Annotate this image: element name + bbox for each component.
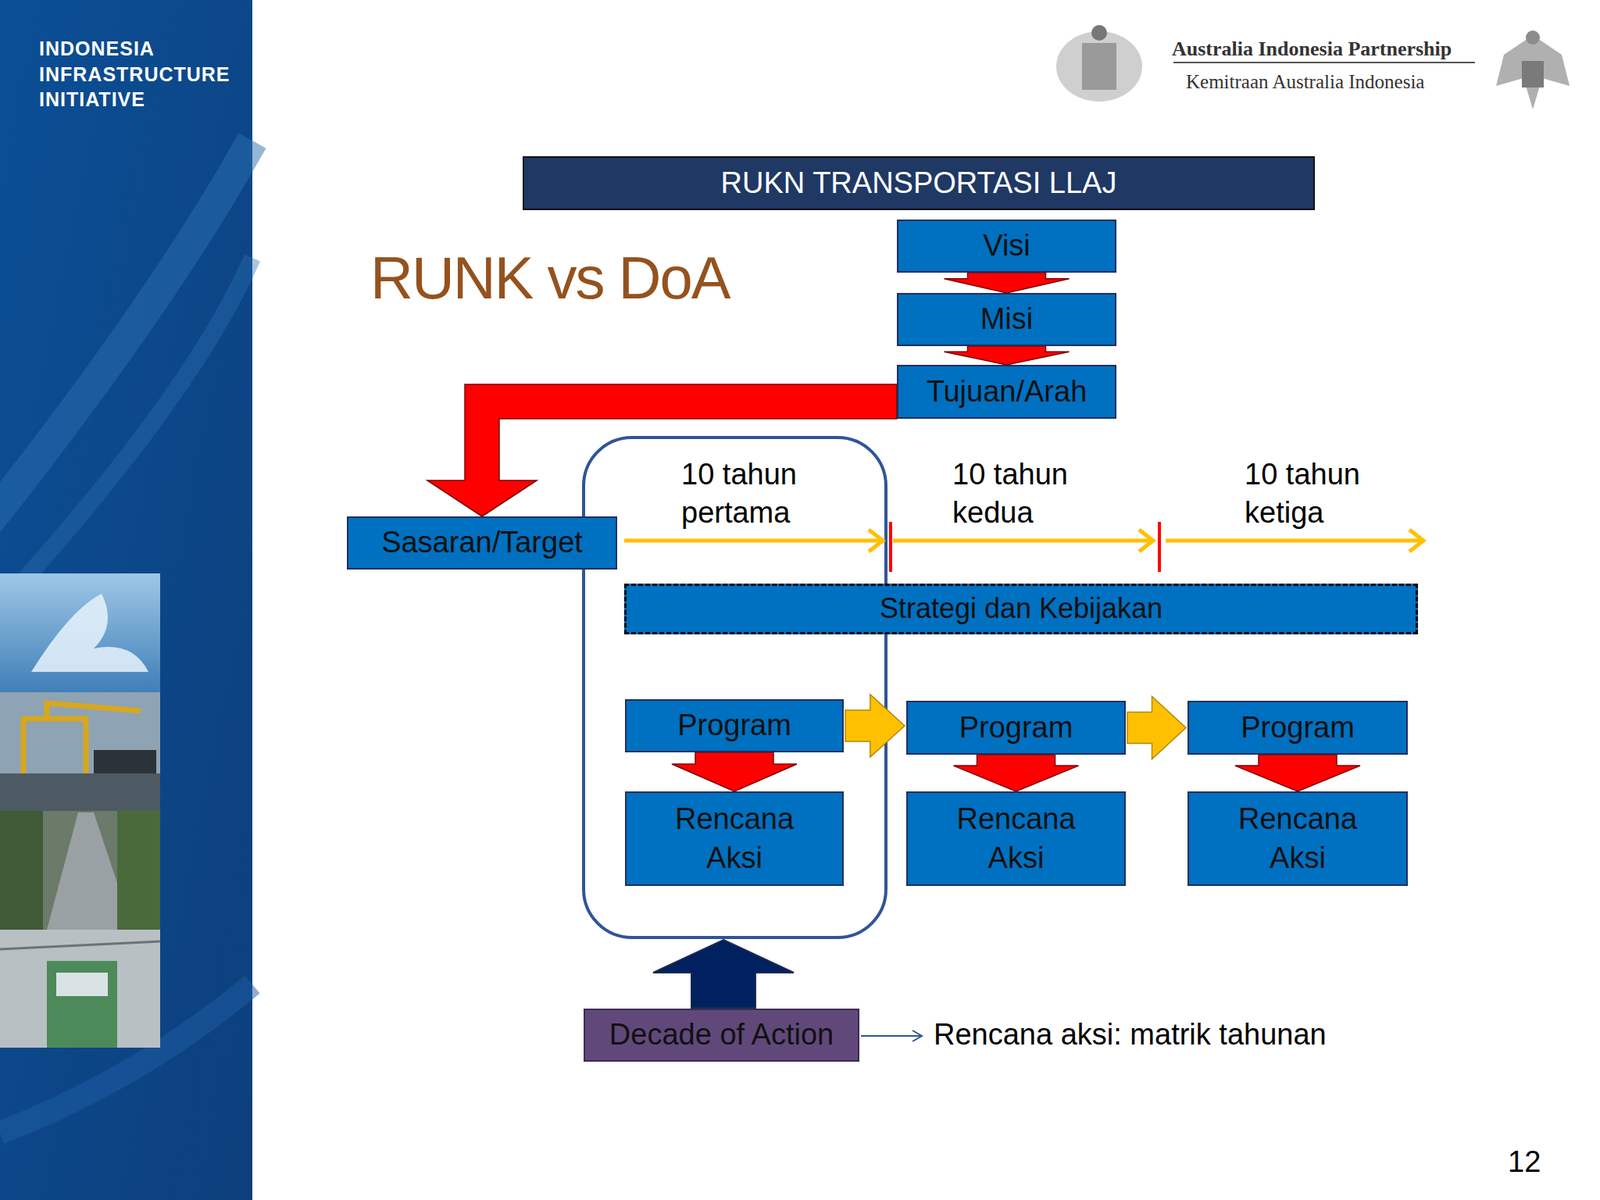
up-block-arrow	[653, 939, 794, 1008]
node-text: Program	[959, 708, 1074, 747]
program-box: Program	[625, 699, 844, 753]
garuda-wings	[1496, 35, 1570, 110]
decade-tick	[889, 521, 893, 572]
timeline-head	[1139, 529, 1154, 552]
ship	[93, 750, 157, 774]
note-text: Rencana aksi: matrik tahunan	[933, 1017, 1434, 1052]
program-box: Program	[906, 700, 1126, 755]
timeline-head	[1409, 529, 1424, 552]
sequence-arrow	[845, 694, 905, 758]
leader-head	[912, 1030, 922, 1042]
decade-tick	[1157, 521, 1161, 572]
process-box: Tujuan/Arah	[896, 364, 1117, 419]
coat-of-arms	[1056, 25, 1143, 102]
elbow-arrow	[427, 384, 897, 517]
strategy-band: Strategi dan Kebijakan	[624, 583, 1418, 635]
wire	[0, 941, 161, 950]
node-text: Visi	[982, 226, 1031, 265]
flow-arrow	[944, 272, 1070, 293]
trees	[117, 810, 161, 930]
node-text: Rencana Aksi	[1212, 800, 1383, 878]
timeline-head	[868, 529, 883, 552]
process-box: Misi	[896, 292, 1117, 347]
node-text: Strategi dan Kebijakan	[879, 590, 1163, 628]
node-text: Sasaran/Target	[381, 523, 583, 562]
flow-arrow	[671, 752, 797, 792]
photo-port	[0, 692, 161, 811]
emblem-shield	[1056, 31, 1143, 102]
period-label: 10 tahun ketiga	[1244, 455, 1401, 533]
trees	[0, 810, 43, 930]
header-band: RUKN TRANSPORTASI LLAJ	[522, 156, 1315, 211]
sequence-arrow	[1127, 696, 1186, 760]
train-window	[56, 972, 108, 997]
timeline-arrow	[1165, 539, 1424, 543]
org-name: INDONESIA INFRASTRUCTURE INITIATIVE	[39, 35, 235, 113]
decade-bracket	[583, 437, 886, 938]
page-number: 12	[1507, 1145, 1586, 1179]
node-text: Tujuan/Arah	[926, 372, 1088, 411]
node-text: RUKN TRANSPORTASI LLAJ	[721, 164, 1118, 203]
garuda-shield	[1521, 60, 1544, 88]
flow-arrow	[953, 754, 1079, 792]
timeline	[624, 529, 1424, 552]
photo-traffic	[0, 810, 161, 930]
period-label: 10 tahun pertama	[681, 455, 838, 533]
program-box: Program	[1187, 700, 1408, 755]
train	[46, 960, 118, 1048]
flow-arrow	[944, 346, 1070, 365]
leader-line	[860, 1035, 922, 1037]
node-text: Misi	[980, 300, 1034, 339]
period-label: 10 tahun kedua	[952, 455, 1109, 533]
node-text: Rencana Aksi	[650, 800, 819, 878]
flow-arrow	[1235, 754, 1361, 792]
slide-title: RUNK vs DoA	[370, 243, 729, 312]
node-text: Rencana Aksi	[931, 800, 1101, 878]
action-box: Rencana Aksi	[625, 791, 844, 886]
decade-box: Decade of Action	[583, 1008, 860, 1062]
logo-rule	[1173, 61, 1475, 64]
photo-water	[0, 573, 161, 693]
garuda-head	[1525, 30, 1540, 45]
process-box: Sasaran/Target	[346, 516, 618, 570]
emblem-shield	[1082, 42, 1117, 90]
action-box: Rencana Aksi	[906, 791, 1126, 886]
node-text: Program	[1240, 708, 1355, 747]
partner-name: Kemitraan Australia Indonesia	[1185, 71, 1499, 93]
timeline-arrow	[624, 539, 883, 543]
splash	[31, 593, 149, 672]
emblem-star	[1091, 25, 1108, 41]
partner-name: Australia Indonesia Partnership	[1171, 37, 1485, 61]
timeline-arrow	[892, 539, 1154, 543]
node-text: Program	[677, 706, 792, 745]
photo-train	[0, 929, 161, 1048]
process-box: Visi	[896, 219, 1117, 273]
action-box: Rencana Aksi	[1187, 791, 1408, 886]
quay	[0, 773, 161, 811]
garuda-emblem	[1496, 30, 1570, 110]
node-text: Decade of Action	[609, 1015, 834, 1054]
